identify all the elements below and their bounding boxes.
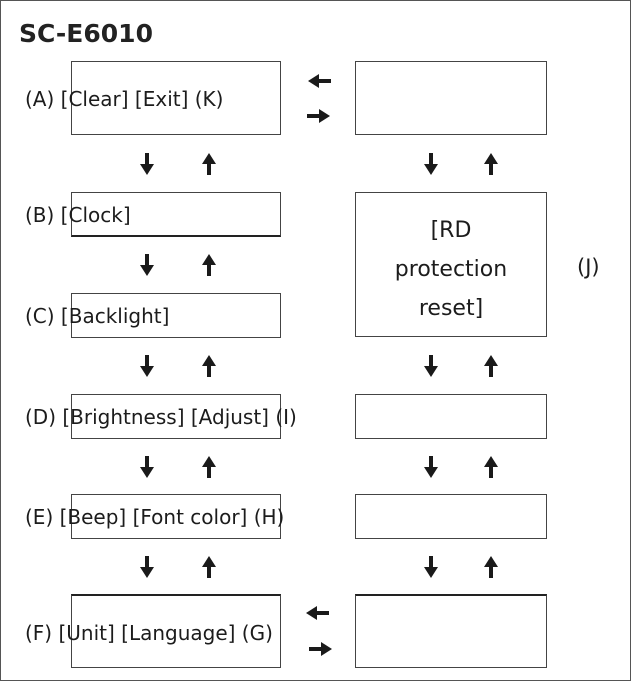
box-j-text: [RD protection reset] bbox=[355, 211, 547, 328]
arrow-up-icon bbox=[202, 153, 216, 175]
arrow-down-icon bbox=[424, 153, 438, 175]
label-a: (A) [Clear] [Exit] (K) bbox=[25, 87, 224, 111]
label-e: (E) [Beep] [Font color] (H) bbox=[25, 505, 285, 529]
box-c bbox=[71, 293, 281, 338]
label-c: (C) [Backlight] bbox=[25, 304, 170, 328]
box-j bbox=[355, 192, 547, 337]
box-j-line-3: reset] bbox=[418, 296, 484, 321]
arrow-right-icon bbox=[307, 109, 330, 123]
box-k bbox=[355, 61, 547, 135]
arrow-down-icon bbox=[424, 556, 438, 578]
arrow-up-icon bbox=[484, 153, 498, 175]
arrow-up-icon bbox=[484, 355, 498, 377]
arrow-up-icon bbox=[202, 355, 216, 377]
arrow-down-icon bbox=[140, 456, 154, 478]
label-f: (F) [Unit] [Language] (G) bbox=[25, 621, 273, 645]
arrow-up-icon bbox=[202, 456, 216, 478]
label-j: (J) bbox=[577, 255, 600, 279]
arrow-up-icon bbox=[484, 456, 498, 478]
box-b bbox=[71, 192, 281, 237]
arrow-right-icon bbox=[309, 642, 332, 656]
box-e bbox=[71, 494, 281, 539]
label-b: (B) [Clock] bbox=[25, 203, 131, 227]
box-f bbox=[71, 594, 281, 668]
arrow-down-icon bbox=[140, 254, 154, 276]
arrow-down-icon bbox=[140, 556, 154, 578]
box-d bbox=[71, 394, 281, 439]
box-j-line-2: protection bbox=[394, 257, 508, 282]
arrow-down-icon bbox=[424, 355, 438, 377]
box-i bbox=[355, 394, 547, 439]
arrow-left-icon bbox=[306, 606, 329, 620]
arrow-down-icon bbox=[140, 153, 154, 175]
box-g bbox=[355, 594, 547, 668]
model-title: SC-E6010 bbox=[19, 19, 153, 48]
box-h bbox=[355, 494, 547, 539]
arrow-up-icon bbox=[484, 556, 498, 578]
box-a bbox=[71, 61, 281, 135]
box-j-line-1: [RD bbox=[430, 218, 472, 243]
label-d: (D) [Brightness] [Adjust] (I) bbox=[25, 405, 297, 429]
arrow-up-icon bbox=[202, 254, 216, 276]
arrow-left-icon bbox=[308, 74, 331, 88]
arrow-down-icon bbox=[424, 456, 438, 478]
arrow-up-icon bbox=[202, 556, 216, 578]
arrow-down-icon bbox=[140, 355, 154, 377]
